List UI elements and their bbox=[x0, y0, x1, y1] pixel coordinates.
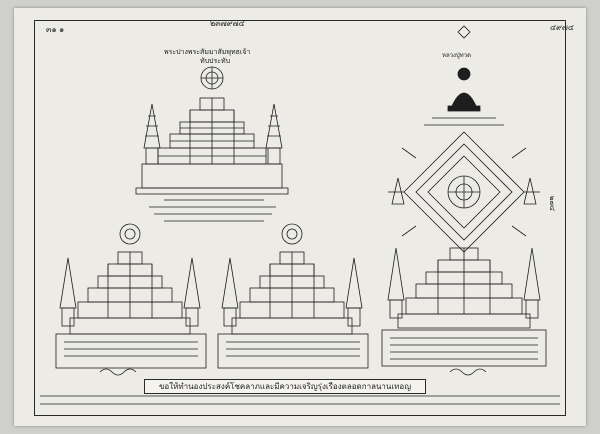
lower-left-pyramid bbox=[55, 223, 207, 369]
upper-pyramid bbox=[135, 66, 289, 222]
top-center-code: ๒๓๗๙๗๔ bbox=[210, 19, 245, 28]
pagoda-icon bbox=[523, 247, 541, 301]
top-right-code: ๔๙๗๔ bbox=[550, 23, 574, 32]
talisman-artwork bbox=[40, 25, 560, 405]
yantra-wheel-icon bbox=[281, 223, 303, 245]
lower-middle-pyramid bbox=[217, 223, 369, 369]
monk-figure-icon bbox=[447, 67, 481, 112]
monk-caption: หลวงปู่ทวด bbox=[442, 52, 471, 59]
pagoda-icon bbox=[59, 257, 77, 309]
closing-banner: ขอให้ทำนองประสงค์โชคลาภและมีความเจริญรุ่… bbox=[144, 379, 426, 394]
border-frame bbox=[34, 20, 566, 416]
paper-sheet: ๓๑ ๑ ๒๓๗๙๗๔ ๔๙๗๔ ๒๗๔ พระปางพระสัมมาสัมพุ… bbox=[14, 8, 586, 426]
pagoda-icon bbox=[387, 247, 405, 301]
right-talisman bbox=[381, 25, 547, 367]
seal-icon bbox=[457, 25, 471, 39]
pagoda-icon bbox=[345, 257, 363, 309]
pagoda-icon bbox=[183, 257, 201, 309]
upper-talisman-title-line2: ทับประทับ bbox=[200, 57, 231, 65]
top-left-code: ๓๑ ๑ bbox=[46, 25, 65, 34]
upper-talisman-title-line1: พระปางพระสัมมาสัมพุทธเจ้า bbox=[164, 48, 251, 56]
pagoda-icon bbox=[221, 257, 239, 309]
yantra-wheel-icon bbox=[119, 223, 141, 245]
